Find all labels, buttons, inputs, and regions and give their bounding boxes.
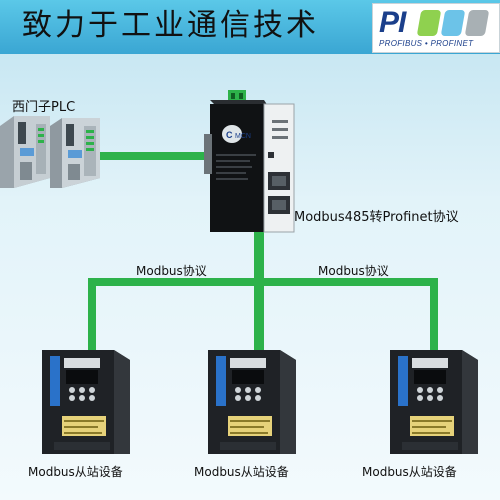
bus-drop-right — [430, 278, 438, 354]
bus-protocol-label-left: Modbus协议 — [136, 264, 207, 278]
pi-logo: PI PROFIBUS • PROFINET — [372, 3, 500, 53]
svg-text:C: C — [226, 130, 233, 140]
slave-device-label: Modbus从站设备 — [194, 465, 289, 479]
logo-square-gray — [464, 10, 490, 36]
bus-drop-left — [88, 278, 96, 354]
plc-module-left — [0, 116, 50, 188]
logo-subtitle: PROFIBUS • PROFINET — [379, 39, 474, 48]
slave-device-image-1 — [42, 350, 130, 454]
siemens-plc-image — [0, 116, 100, 188]
bus-horizontal-wire — [88, 278, 438, 286]
bus-protocol-label-right: Modbus协议 — [318, 264, 389, 278]
plc-to-gateway-wire — [100, 152, 214, 160]
header-banner: 致力于工业通信技术 PI PROFIBUS • PROFINET — [0, 0, 500, 54]
slave-device-label: Modbus从站设备 — [28, 465, 123, 479]
header-title: 致力于工业通信技术 — [22, 8, 319, 43]
logo-square-green — [416, 10, 442, 36]
gateway-device-image: C MCN — [204, 90, 295, 233]
gateway-protocol-label: Modbus485转Profinet协议 — [294, 210, 459, 225]
gateway-brand: MCN — [235, 133, 251, 140]
logo-text: PI — [379, 6, 406, 39]
slave-device-image-2 — [208, 350, 296, 454]
logo-square-blue — [440, 10, 466, 36]
plc-module-right — [50, 118, 100, 188]
slave-device-label: Modbus从站设备 — [362, 465, 457, 479]
slave-device-image-3 — [390, 350, 478, 454]
plc-label: 西门子PLC — [12, 100, 76, 115]
gateway-down-wire — [254, 222, 264, 354]
